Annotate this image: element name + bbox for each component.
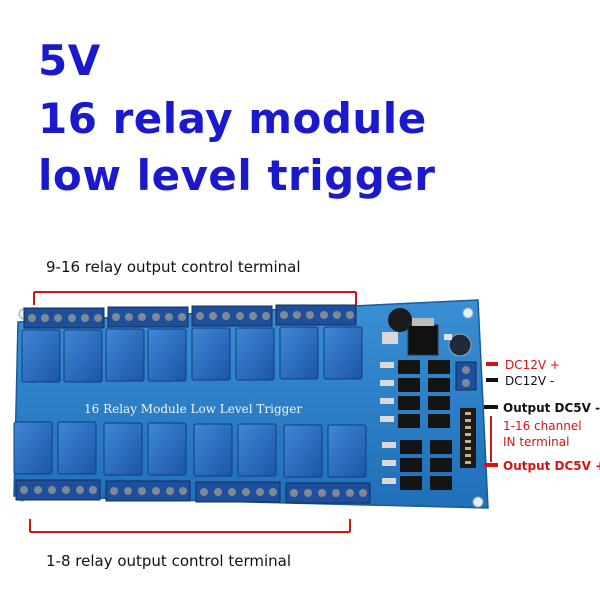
channel-in-label-line2: IN terminal: [503, 435, 570, 449]
top-terminal-screws: [28, 311, 354, 322]
resistor-arrays: [380, 362, 396, 484]
channel-in-label-line1: 1-16 channel: [503, 419, 582, 433]
board-print-text: 16 Relay Module Low Level Trigger: [84, 402, 302, 416]
top-bracket: [33, 291, 357, 305]
dc12v-minus-label: DC12V -: [505, 374, 555, 388]
top-terminal-label: 9-16 relay output control terminal: [46, 258, 301, 276]
bottom-terminal-screws: [20, 486, 367, 497]
title-trigger: low level trigger: [38, 151, 436, 200]
dc12v-plus-label: DC12V +: [505, 358, 560, 372]
in-header-pins: [460, 408, 476, 468]
annotation-pointers: [484, 362, 498, 467]
dc12v-terminal: [455, 361, 477, 391]
bottom-relays: [13, 421, 367, 478]
regulator-circuit: [382, 308, 472, 357]
bottom-terminals: [15, 479, 371, 504]
output-5v-plus-label: Output DC5V +: [503, 459, 600, 473]
bottom-terminal-label: 1-8 relay output control terminal: [46, 552, 292, 570]
optocouplers: [398, 360, 452, 490]
output-5v-minus-label: Output DC5V -: [503, 401, 600, 415]
title-module: 16 relay module: [38, 94, 427, 143]
title-voltage: 5V: [38, 36, 101, 85]
top-relays: [21, 326, 363, 383]
top-terminals: [23, 304, 357, 329]
bottom-bracket: [29, 519, 351, 533]
